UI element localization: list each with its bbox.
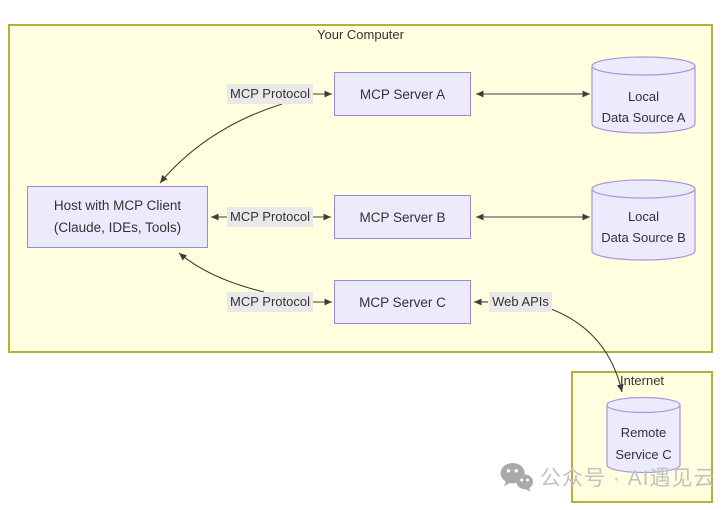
mcp-protocol-label-b: MCP Protocol <box>227 207 313 227</box>
edge-protocol-a-to-host <box>159 103 283 184</box>
mcp-server-a-label: MCP Server A <box>359 86 446 102</box>
web-apis-label: Web APIs <box>489 292 552 312</box>
mcp-protocol-label-c: MCP Protocol <box>227 292 313 312</box>
watermark: 公众号 · AI遇见云 <box>500 462 716 492</box>
data-source-b-line1: Local <box>627 209 660 224</box>
remote-service-c-line2: Service C <box>615 447 672 462</box>
mcp-server-b-node: MCP Server B <box>334 195 471 239</box>
data-source-a-cylinder <box>591 56 696 134</box>
mcp-server-a-node: MCP Server A <box>334 72 471 116</box>
remote-service-c-line1: Remote <box>620 425 667 440</box>
mcp-protocol-label-a: MCP Protocol <box>227 84 313 104</box>
data-source-b-text: Local Data Source B <box>592 206 695 248</box>
data-source-b-cylinder <box>591 179 696 261</box>
mcp-server-c-label: MCP Server C <box>359 294 446 310</box>
data-source-b-line2: Data Source B <box>601 230 686 245</box>
data-source-a-line2: Data Source A <box>601 110 686 125</box>
wechat-icon <box>500 462 533 492</box>
edge-web-apis-to-remote-service <box>550 308 624 393</box>
host-node-label-line2: (Claude, IDEs, Tools) <box>53 220 182 235</box>
mcp-server-b-label: MCP Server B <box>359 209 446 225</box>
edge-protocol-c-to-host <box>178 252 265 293</box>
host-node-label-line1: Host with MCP Client <box>53 198 182 213</box>
remote-service-c-text: Remote Service C <box>607 422 680 466</box>
remote-service-c-cylinder <box>606 396 681 474</box>
mcp-server-c-node: MCP Server C <box>334 280 471 324</box>
watermark-text: 公众号 · AI遇见云 <box>540 467 716 490</box>
data-source-a-text: Local Data Source A <box>592 86 695 128</box>
data-source-a-line1: Local <box>627 89 660 104</box>
your-computer-title: Your Computer <box>317 27 404 42</box>
host-node: Host with MCP Client (Claude, IDEs, Tool… <box>27 186 208 248</box>
internet-title: Internet <box>619 373 665 388</box>
